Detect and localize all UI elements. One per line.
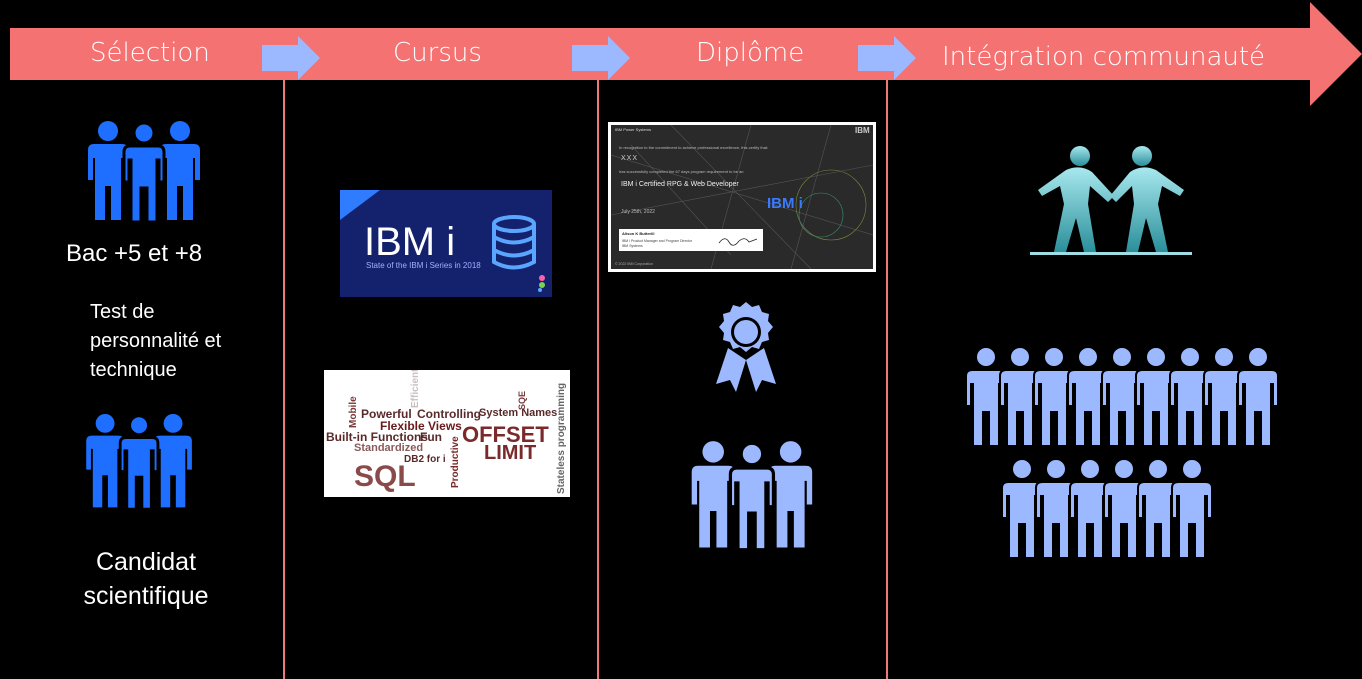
- ibmi-card: IBM i State of the IBM i Series in 2018: [340, 190, 552, 297]
- stage-diplome-label: Diplôme: [696, 38, 805, 68]
- stage-cursus-label: Cursus: [393, 38, 482, 68]
- stage-arrow-icon: [262, 36, 320, 80]
- ribbon-award-icon: [716, 302, 776, 392]
- column-divider: [886, 80, 888, 679]
- process-banner-arrow: [10, 2, 1362, 106]
- column-divider: [283, 80, 285, 679]
- logo-icon: [538, 275, 545, 292]
- certificate-image: IBM Power Systems IBM In recognition to …: [608, 122, 876, 272]
- stage-integration-label: Intégration communauté: [942, 42, 1266, 72]
- people-group-icon: [691, 441, 813, 552]
- selection-test: Test de personnalité et technique: [90, 301, 222, 381]
- signature-icon: [718, 238, 758, 246]
- stage-selection-label: Sélection: [90, 38, 210, 68]
- stage-arrow-icon: [858, 36, 916, 80]
- database-icon: [492, 215, 536, 270]
- ibmi-subtitle: State of the IBM i Series in 2018: [366, 261, 481, 270]
- people-group-icon: [86, 413, 192, 511]
- column-divider: [597, 80, 599, 679]
- people-group-icon: [88, 121, 200, 224]
- sql-word-cloud: Mobile Efficient SQE Stateless programmi…: [324, 370, 570, 497]
- selection-level: Bac +5 et +8: [66, 240, 203, 267]
- community-group-row-1: [966, 346, 1279, 447]
- signature-box: Alison K Butterill IBM i Product Manager…: [619, 229, 763, 251]
- ibmi-title: IBM i: [364, 220, 456, 264]
- stage-arrow-icon: [572, 36, 630, 80]
- selection-candidate: Candidat scientifique: [83, 548, 209, 610]
- handshake-icon: [1030, 146, 1192, 255]
- community-group-row-2: [1002, 458, 1213, 559]
